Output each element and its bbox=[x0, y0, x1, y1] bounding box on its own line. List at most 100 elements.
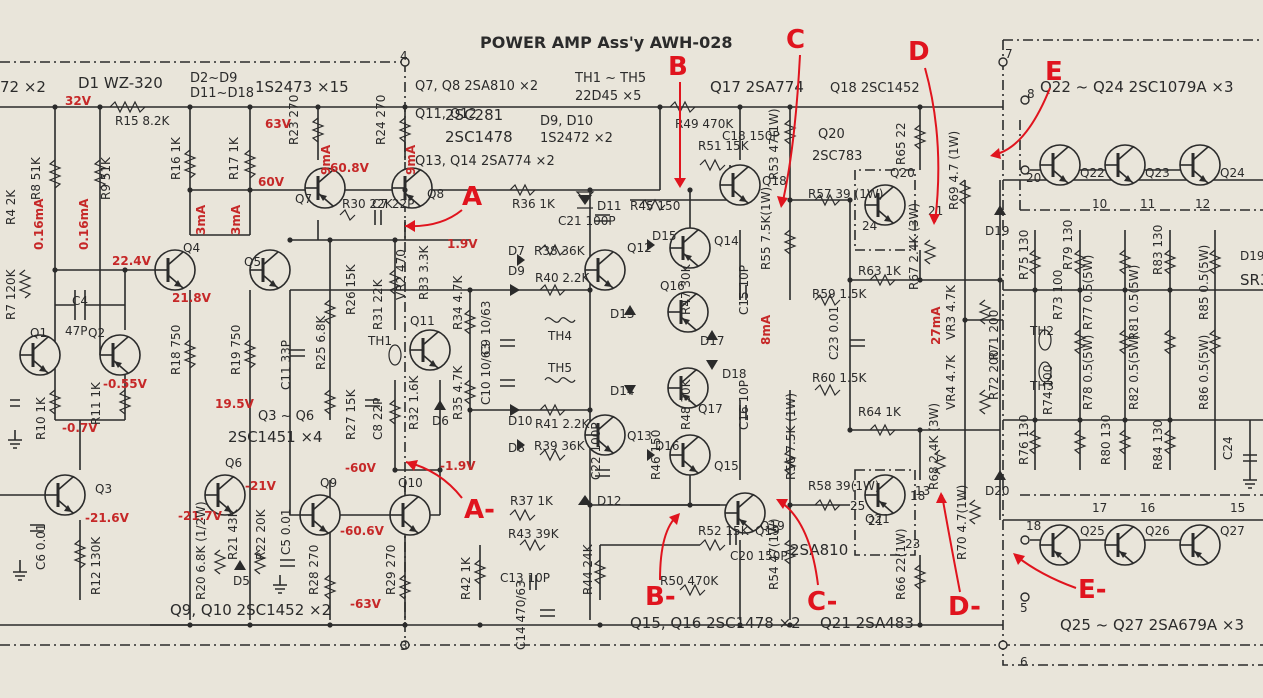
junction-dot bbox=[402, 187, 408, 193]
junction-dot bbox=[52, 267, 58, 273]
pin-5: 5 bbox=[1020, 601, 1028, 615]
transistor-q4 bbox=[154, 249, 196, 291]
label-r65: R65 22 bbox=[894, 122, 908, 165]
junction-dot bbox=[1032, 417, 1038, 423]
label-r12: R12 130K bbox=[89, 536, 103, 595]
label-r24: R24 270 bbox=[374, 95, 388, 145]
junction-dot bbox=[737, 622, 743, 628]
label-r57: R57 39 (1W) bbox=[808, 187, 883, 201]
label-th5: TH5 bbox=[547, 361, 572, 375]
label-r83: R83 130 bbox=[1151, 225, 1165, 275]
label-r81: R81 0.5(5W) bbox=[1127, 265, 1141, 340]
transistor-q15 bbox=[669, 434, 711, 476]
voltage-22-4v: 22.4V bbox=[112, 254, 152, 268]
current-27ma: 27mA bbox=[929, 306, 943, 345]
label-r40: R40 2.2K bbox=[535, 271, 591, 285]
ref-q24: Q24 bbox=[1220, 166, 1245, 180]
junction-dot bbox=[187, 187, 193, 193]
ref-q11: Q11 bbox=[410, 314, 435, 328]
transistor-q26 bbox=[1104, 524, 1146, 566]
label-r7: R7 120K bbox=[4, 268, 18, 320]
pin-15: 15 bbox=[1230, 501, 1245, 515]
junction-dot bbox=[97, 104, 103, 110]
note-2sa810: 2SA810 bbox=[790, 541, 848, 559]
junction-dot bbox=[917, 104, 923, 110]
voltage-neg-0-55v: -0.55V bbox=[103, 377, 148, 391]
pin-markers bbox=[400, 57, 1030, 650]
transistor-q17 bbox=[667, 367, 709, 409]
marker-e-minus: E- bbox=[1078, 575, 1107, 605]
ref-q10: Q10 bbox=[398, 476, 423, 490]
label-r26: R26 15K bbox=[344, 263, 358, 315]
marker-b: B bbox=[668, 52, 688, 82]
label-r45: R45 150 bbox=[630, 199, 680, 213]
note-th: TH1 ~ TH5 bbox=[574, 71, 646, 86]
label-vr2: VR2 470 bbox=[394, 249, 408, 300]
resistor-symbols bbox=[18, 100, 1222, 600]
label-th1: TH1 bbox=[367, 334, 392, 348]
label-r11: R11 1K bbox=[89, 381, 103, 425]
transistor-q9 bbox=[299, 494, 341, 536]
label-d19-right: D19 bbox=[1240, 249, 1263, 263]
pin-17: 17 bbox=[1092, 501, 1107, 515]
diode-symbols bbox=[234, 191, 1006, 570]
label-r43: R43 39K bbox=[508, 527, 560, 541]
note-q3q6: Q3 ~ Q6 bbox=[258, 409, 314, 424]
note-2sc281: 2SC281 bbox=[445, 106, 503, 124]
voltage-neg-21-6v: -21.6V bbox=[85, 511, 130, 525]
label-r44: R44 24K bbox=[581, 543, 595, 595]
transistor-q21 bbox=[864, 474, 906, 516]
label-r9: R9 51K bbox=[99, 156, 113, 200]
note-2sc783: 2SC783 bbox=[812, 149, 862, 164]
junction-dot bbox=[847, 427, 853, 433]
junction-dot bbox=[477, 622, 483, 628]
pin-12: 12 bbox=[1195, 197, 1210, 211]
label-r34: R34 4.7K bbox=[451, 274, 465, 330]
label-c4-value: 47P bbox=[65, 324, 88, 338]
transistor-q8 bbox=[391, 167, 433, 209]
voltage-neg-21-7v: -21.7V bbox=[178, 509, 223, 523]
current-8ma: 8mA bbox=[759, 314, 773, 345]
junction-dot bbox=[787, 104, 793, 110]
label-c20: C20 150P bbox=[730, 549, 788, 563]
junction-dot bbox=[1167, 287, 1173, 293]
label-c23: C23 0.01 bbox=[827, 306, 841, 360]
junction-dot bbox=[737, 104, 743, 110]
transistor-q25 bbox=[1039, 524, 1081, 566]
label-c18: C18 150P bbox=[722, 129, 780, 143]
junction-dot bbox=[847, 197, 853, 203]
pin-8: 8 bbox=[1027, 87, 1035, 101]
junction-dot bbox=[787, 502, 793, 508]
arrowhead-e bbox=[990, 148, 1001, 159]
transistor-q20 bbox=[864, 184, 906, 226]
label-r35: R35 4.7K bbox=[451, 364, 465, 420]
pin-10: 10 bbox=[1092, 197, 1107, 211]
junction-dot bbox=[187, 622, 193, 628]
note-q15q16: Q15, Q16 2SC1478 ×2 bbox=[630, 614, 801, 632]
label-r27: R27 15K bbox=[344, 388, 358, 440]
ref-d11: D11 bbox=[597, 199, 622, 213]
arrowhead-a-minus bbox=[406, 460, 418, 471]
label-r47: R47 30K bbox=[679, 263, 693, 315]
note-2sc1451: 2SC1451 ×4 bbox=[228, 428, 323, 446]
label-c6: C6 0.01 bbox=[34, 523, 48, 570]
label-r30: R30 22K bbox=[342, 197, 394, 211]
junction-dot bbox=[587, 502, 593, 508]
arrow-c bbox=[781, 54, 801, 206]
ref-q9: Q9 bbox=[320, 476, 337, 490]
junction-dot bbox=[327, 237, 333, 243]
junction-dot bbox=[1122, 287, 1128, 293]
junction-dot bbox=[587, 287, 593, 293]
label-r77: R77 0.5(5W) bbox=[1081, 255, 1095, 330]
voltage-neg-60-6v: -60.6V bbox=[340, 524, 385, 538]
voltage-neg-1-9v: -1.9V bbox=[440, 459, 476, 473]
label-r19: R19 750 bbox=[229, 325, 243, 375]
label-c22: C22 100P bbox=[589, 422, 603, 480]
arrowhead-a bbox=[405, 220, 415, 232]
arrowhead-d-minus bbox=[936, 492, 947, 503]
label-r68: R68 2.4K (3W) bbox=[927, 403, 941, 490]
label-r31: R31 22K bbox=[371, 278, 385, 330]
label-r70: R70 4.7(1W) bbox=[955, 485, 969, 560]
note-2sc1478: 2SC1478 bbox=[445, 128, 513, 146]
